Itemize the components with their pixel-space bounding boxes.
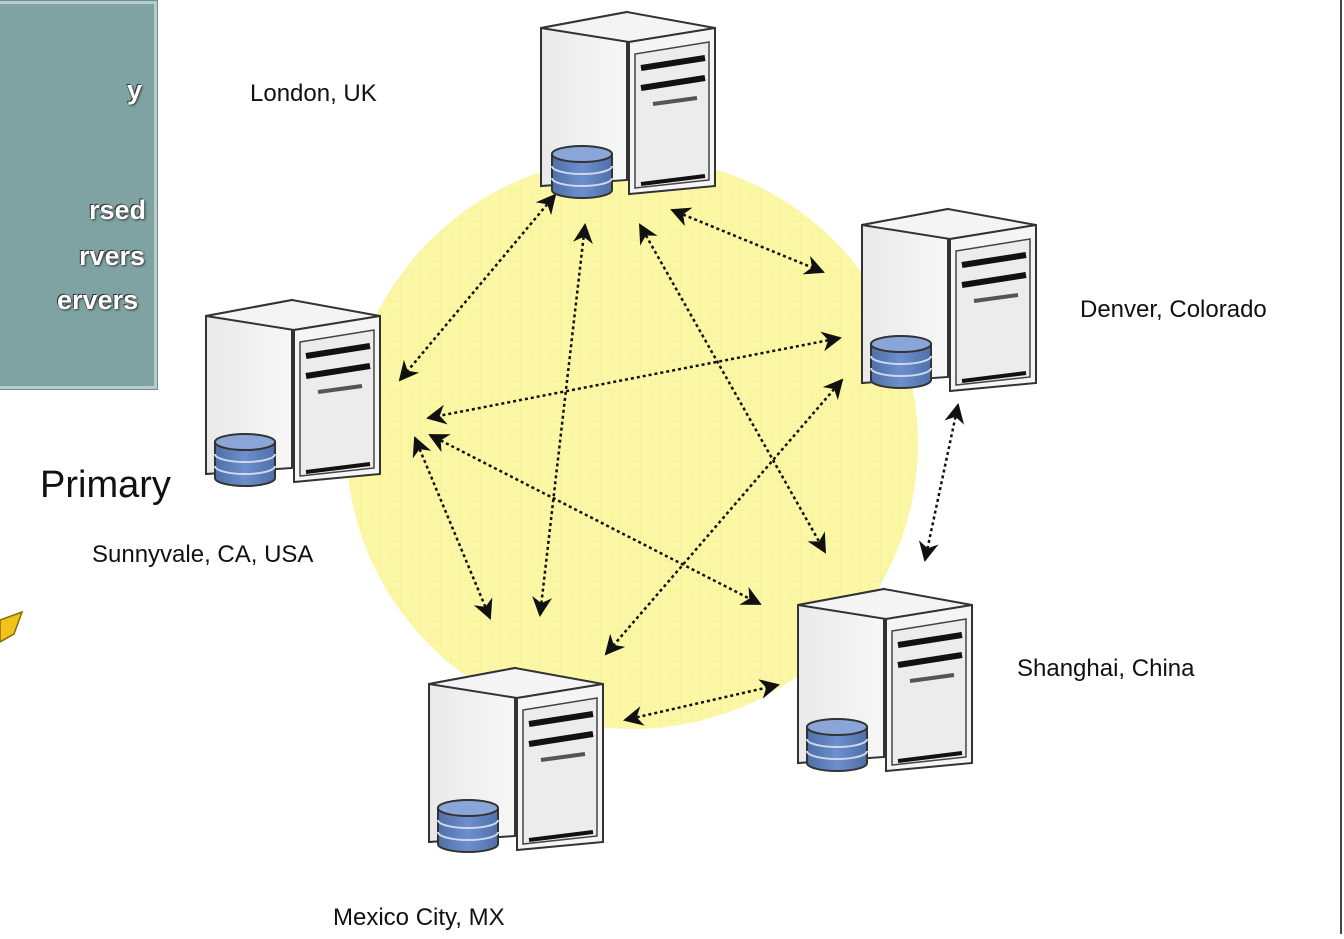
info-panel: y rsed rvers ervers [0, 0, 158, 390]
panel-line-1: y [127, 75, 143, 105]
label-shanghai: Shanghai, China [1017, 655, 1195, 682]
replication-arrows [398, 193, 965, 726]
arrow-denver-sunnyvale [426, 331, 842, 425]
server-london [541, 12, 715, 199]
database-icon [870, 335, 932, 389]
label-mexico: Mexico City, MX [333, 904, 505, 931]
server-shanghai [798, 589, 972, 771]
panel-line-3: rvers [79, 241, 146, 271]
database-icon [551, 145, 613, 199]
arrow-sunnyvale-mexico [412, 436, 493, 620]
label-primary: Primary [40, 464, 171, 506]
server-sunnyvale [206, 300, 380, 487]
arrow-mexico-shanghai [623, 679, 780, 726]
server-mexico [429, 668, 603, 853]
label-denver: Denver, Colorado [1080, 296, 1267, 323]
database-icon [437, 799, 499, 853]
slide-border [1340, 0, 1342, 934]
arrow-denver-shanghai [918, 403, 965, 562]
label-london: London, UK [250, 80, 377, 107]
database-icon [214, 433, 276, 487]
database-icon [806, 718, 868, 772]
label-sunnyvale: Sunnyvale, CA, USA [92, 541, 314, 568]
panel-line-4: ervers [57, 285, 139, 315]
panel-line-2: rsed [89, 195, 147, 225]
server-denver [862, 209, 1036, 391]
arrow-london-sunnyvale [398, 193, 557, 382]
callout-arrow-fragment [0, 610, 24, 643]
